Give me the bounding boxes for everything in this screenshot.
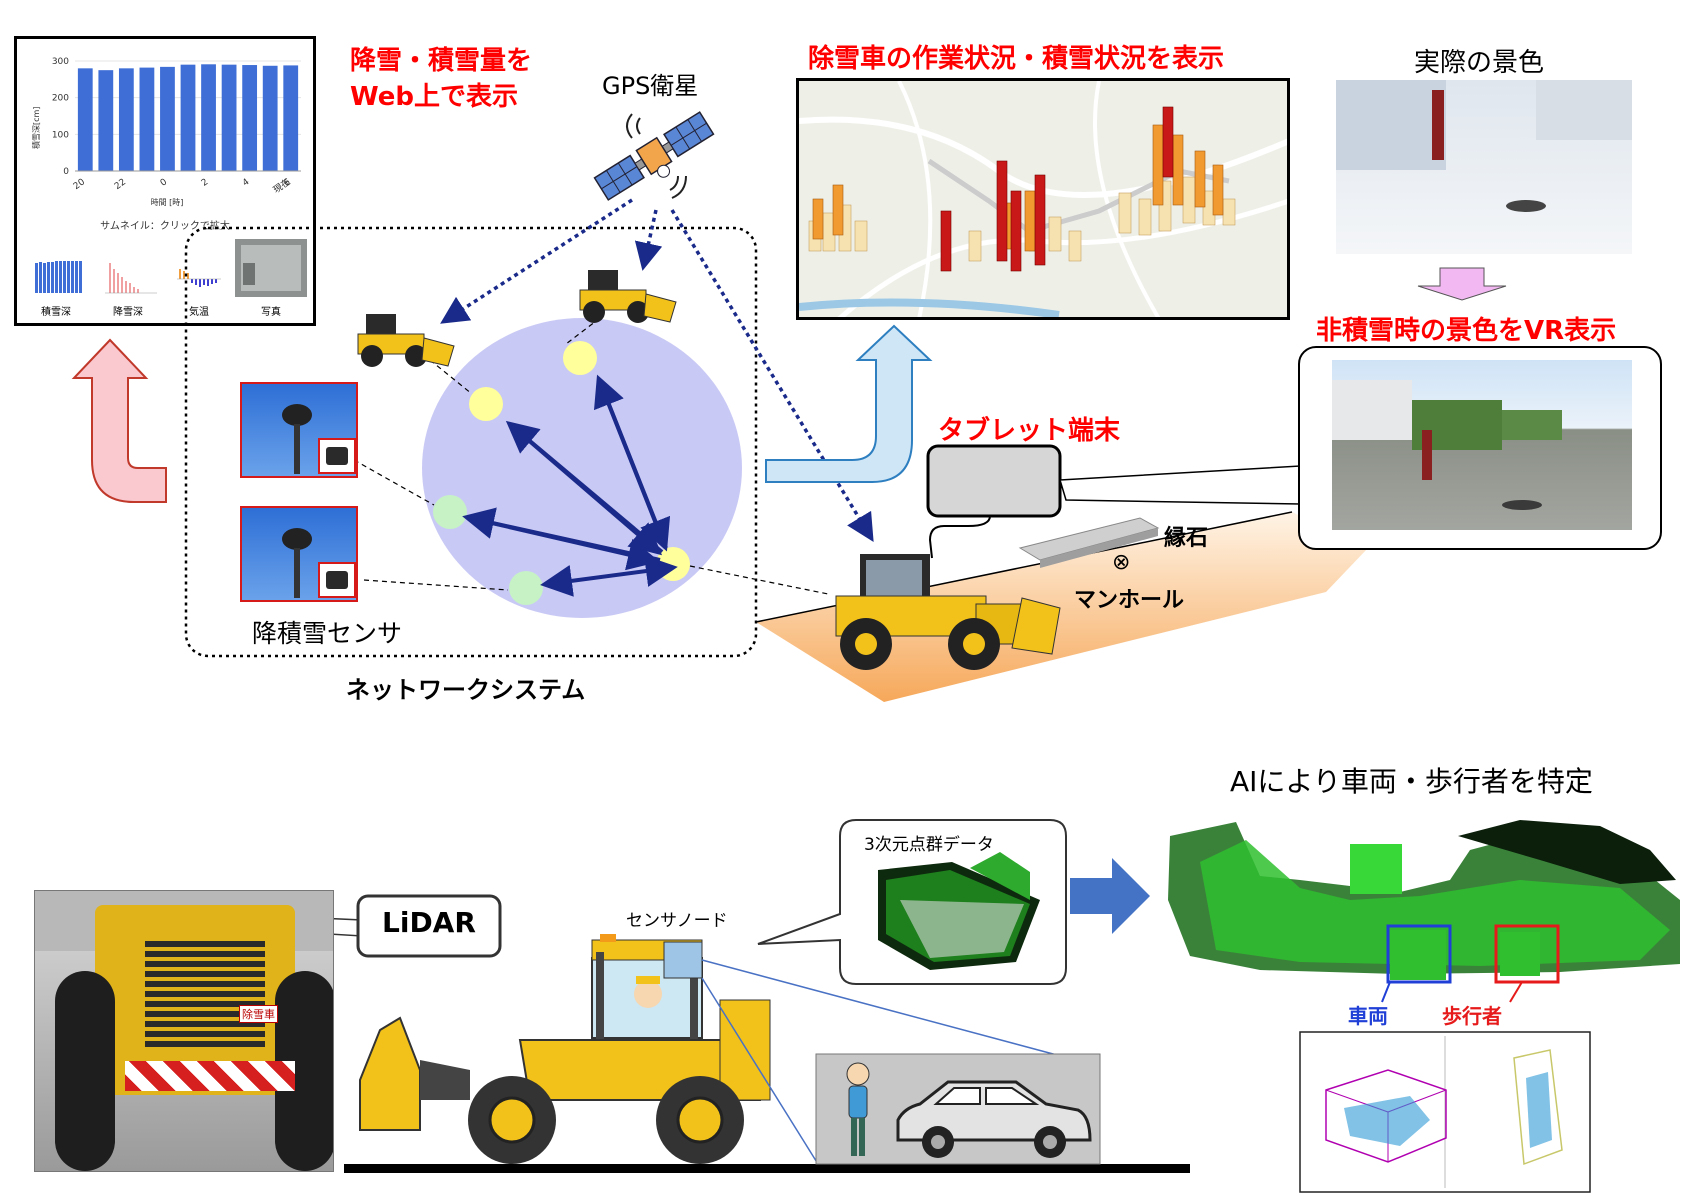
- thumb-label-temperature: 気温: [189, 307, 209, 318]
- lidar-callout: [356, 894, 502, 958]
- node-3: [433, 495, 467, 529]
- blue-upload-arrow: [765, 324, 933, 483]
- network-label: ネットワークシステム: [346, 676, 586, 704]
- map-panel-title: 除雪車の作業状況・積雪状況を表示: [808, 44, 1225, 74]
- thumb-temperature[interactable]: [177, 269, 221, 287]
- sensor-photo-1: [240, 382, 358, 478]
- processing-arrow: [1070, 858, 1150, 934]
- lidar-vehicle-photo: 除雪車: [34, 890, 334, 1172]
- pink-upload-arrow: [71, 338, 167, 503]
- wheel-loader-main: [835, 554, 1061, 670]
- chart-bar: [77, 68, 93, 171]
- thumb-label-photo: 写真: [261, 307, 281, 318]
- chart-bar: [180, 64, 196, 171]
- vr-view-photo: [1332, 360, 1632, 530]
- chart-xtick-label: 2: [200, 177, 210, 188]
- lidar-plate: 除雪車: [239, 1005, 278, 1023]
- web-display-title-1: 降雪・積雪量を: [350, 46, 533, 76]
- ground-line: [344, 1164, 1190, 1173]
- chart-ylabel: 積雪深[cm]: [31, 107, 41, 149]
- thumb-photo[interactable]: [235, 239, 307, 297]
- network-boundary: [184, 226, 758, 658]
- cartoon-wheel-loader: [359, 934, 771, 1164]
- leader-lines: [353, 317, 829, 595]
- vehicle-3d-box: [1325, 1069, 1447, 1163]
- pedestrian-3d-box: [1513, 1049, 1563, 1166]
- gps-links: [440, 198, 874, 542]
- chart-ytick-label: 300: [52, 57, 69, 67]
- point-cloud-data: [878, 852, 1040, 970]
- wheel-loader-small-1: [357, 314, 455, 367]
- sensor-node-label: センサノード: [626, 911, 728, 931]
- lidar-label: LiDAR: [382, 906, 476, 939]
- actual-view-title: 実際の景色: [1414, 48, 1545, 78]
- chart-xtick-label: 0: [159, 177, 170, 189]
- wheel-loader-small-2: [579, 270, 677, 323]
- node-1: [469, 387, 503, 421]
- chart-ytick-label: 0: [63, 167, 69, 177]
- vr-view-title: 非積雪時の景色をVR表示: [1316, 316, 1617, 346]
- thumb-label-snow-depth: 積雪深: [41, 307, 71, 318]
- sensor-node-box[interactable]: [663, 941, 703, 979]
- web-display-title-2: Web上で表示: [350, 82, 518, 112]
- curb-label: 縁石: [1164, 526, 1209, 551]
- chart-ytick-label: 100: [52, 130, 69, 140]
- manhole-icon: ⊗: [1112, 550, 1131, 575]
- chart-xtick-label: 4: [241, 177, 252, 189]
- point-cloud-label: 3次元点群データ: [864, 835, 994, 855]
- chart-bar: [201, 64, 216, 171]
- chart-bar: [262, 65, 278, 171]
- thumbnail-row[interactable]: [17, 233, 313, 323]
- vehicle-detection-box: [1386, 924, 1452, 984]
- pink-down-arrow: [1417, 267, 1507, 301]
- pedestrian-label: 歩行者: [1442, 1004, 1502, 1028]
- thumb-snow-depth[interactable]: [35, 253, 85, 293]
- chart-bar: [118, 68, 134, 171]
- tablet-label: タブレット端末: [938, 416, 1121, 446]
- thumb-label-snowfall: 降雪深: [113, 307, 143, 318]
- chart-bar: [283, 65, 299, 171]
- node-4: [509, 571, 543, 605]
- road-surface: [756, 512, 1368, 702]
- work-status-map[interactable]: [796, 78, 1290, 320]
- pedestrian-detection-box: [1494, 924, 1560, 984]
- network-links: [462, 374, 678, 597]
- map-graphic: [799, 81, 1287, 317]
- thumb-snowfall[interactable]: [105, 263, 157, 294]
- tablet-device: [926, 444, 1062, 518]
- chart-ytick-label: 200: [52, 94, 69, 104]
- ai-title: AIにより車両・歩行者を特定: [1230, 765, 1593, 798]
- chart-bar: [160, 66, 175, 171]
- manhole-label: マンホール: [1074, 588, 1185, 613]
- gps-satellite-icon: [593, 111, 715, 201]
- pedestrian-icon: [846, 1062, 870, 1156]
- sensor-photo-2: [240, 506, 358, 602]
- thumbnail-caption: サムネイル：クリックで拡大: [100, 221, 230, 232]
- vehicle-label: 車両: [1348, 1004, 1388, 1028]
- chart-xlabel: 時間 [時]: [151, 198, 184, 207]
- ai-detection-scene: [1168, 820, 1680, 980]
- chart-bar: [98, 70, 114, 171]
- sensor-label: 降積雪センサ: [252, 619, 403, 648]
- car-icon: [896, 1080, 1092, 1158]
- chart-bar: [139, 67, 155, 171]
- actual-view-photo: [1336, 80, 1632, 254]
- chart-bar: [221, 64, 237, 171]
- chart-bar: [242, 65, 258, 171]
- node-2: [563, 341, 597, 375]
- gps-label: GPS衛星: [602, 72, 699, 100]
- chart-xtick-label: 6: [282, 177, 293, 189]
